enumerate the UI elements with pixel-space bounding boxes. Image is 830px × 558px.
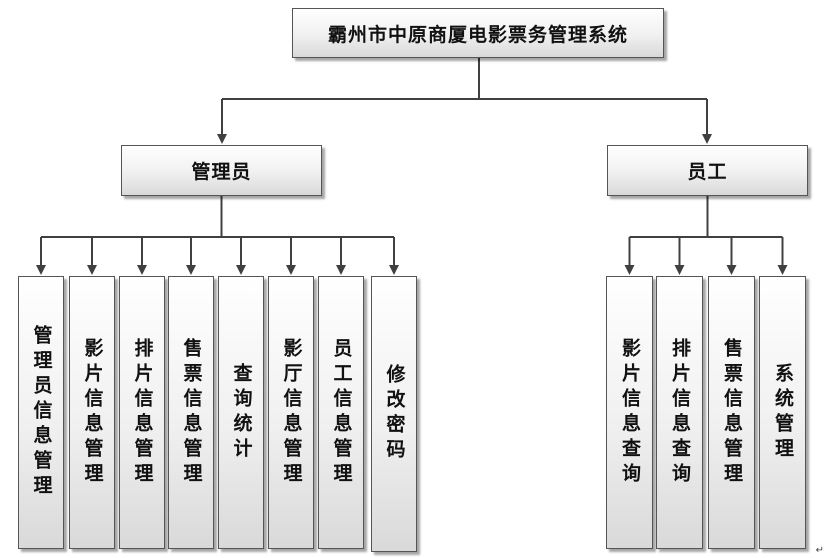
leaf-node-0-6: 员工信息管理 xyxy=(318,276,364,549)
leaf-node-0-3: 售票信息管理 xyxy=(168,276,214,549)
branch-node-1-label: 员工 xyxy=(687,161,728,183)
leaf-node-0-0-label: 管理员信息管理 xyxy=(30,325,53,500)
paragraph-mark-icon: ↵ xyxy=(815,545,824,556)
leaf-node-1-0: 影片信息查询 xyxy=(606,276,653,549)
leaf-node-1-2: 售票信息管理 xyxy=(708,276,755,549)
leaf-node-0-6-label: 员工信息管理 xyxy=(330,337,353,488)
root-node-label: 霸州市中原商厦电影票务管理系统 xyxy=(327,23,628,46)
branch-1-child-0-arrowhead xyxy=(624,265,635,275)
leaf-node-1-3: 系统管理 xyxy=(759,276,806,549)
leaf-node-1-3-label: 系统管理 xyxy=(772,362,794,463)
branch-0-child-4-arrowhead xyxy=(236,265,246,275)
leaf-node-0-7: 修改密码 xyxy=(371,276,417,552)
branch-1-child-3-arrowhead xyxy=(777,265,788,275)
leaf-node-0-4: 查询统计 xyxy=(218,276,264,549)
leaf-node-0-3-label: 售票信息管理 xyxy=(180,337,203,488)
leaf-node-0-1: 影片信息管理 xyxy=(69,276,115,549)
branch-0-child-7-arrowhead xyxy=(389,265,399,275)
leaf-node-0-5-label: 影厅信息管理 xyxy=(280,337,303,488)
branch-node-1: 员工 xyxy=(607,145,808,196)
branch-0-child-0-arrowhead xyxy=(36,265,46,275)
leaf-node-1-0-label: 影片信息查询 xyxy=(619,337,641,488)
leaf-node-0-7-label: 修改密码 xyxy=(383,364,406,464)
branch-node-0-label: 管理员 xyxy=(191,161,252,183)
branch-0-arrow-arrowhead xyxy=(217,134,227,144)
leaf-node-0-2-label: 排片信息管理 xyxy=(131,337,154,488)
leaf-node-1-2-label: 售票信息管理 xyxy=(721,337,743,488)
branch-0-child-1-arrowhead xyxy=(87,265,97,275)
leaf-node-0-5: 影厅信息管理 xyxy=(268,276,314,549)
branch-0-child-5-arrowhead xyxy=(286,265,296,275)
leaf-node-0-0: 管理员信息管理 xyxy=(18,276,64,549)
branch-1-child-2-arrowhead xyxy=(726,265,737,275)
branch-0-child-2-arrowhead xyxy=(137,265,147,275)
leaf-node-0-2: 排片信息管理 xyxy=(119,276,165,549)
leaf-node-1-1: 排片信息查询 xyxy=(656,276,703,549)
branch-0-child-6-arrowhead xyxy=(336,265,346,275)
leaf-node-1-1-label: 排片信息查询 xyxy=(669,337,691,488)
root-node: 霸州市中原商厦电影票务管理系统 xyxy=(292,8,664,58)
branch-1-child-1-arrowhead xyxy=(674,265,685,275)
branch-0-child-3-arrowhead xyxy=(186,265,196,275)
leaf-node-0-4-label: 查询统计 xyxy=(230,362,253,463)
branch-node-0: 管理员 xyxy=(121,145,322,196)
leaf-node-0-1-label: 影片信息管理 xyxy=(81,337,104,488)
branch-1-arrow-arrowhead xyxy=(702,134,712,144)
